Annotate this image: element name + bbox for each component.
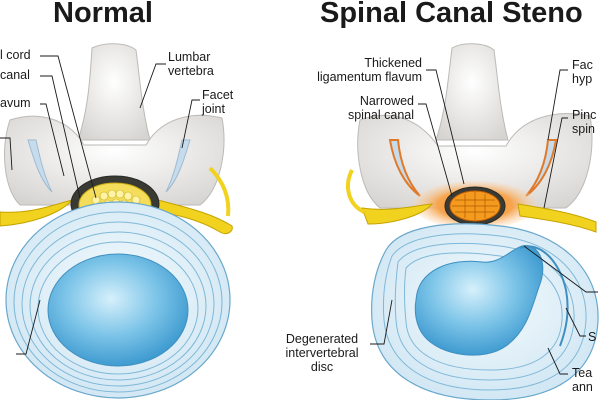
leader-left-edge bbox=[0, 137, 13, 171]
leader-left-disc bbox=[16, 299, 41, 355]
stenosis-spinous-process bbox=[435, 43, 509, 141]
stenosis-disc-rings bbox=[383, 233, 587, 391]
normal-title: Normal bbox=[53, 0, 153, 29]
label-s: S bbox=[588, 330, 597, 344]
label-spinal-cord: l cord bbox=[0, 48, 31, 62]
normal-facet-left bbox=[27, 139, 53, 193]
stenosis-title: Spinal Canal Steno bbox=[320, 0, 583, 29]
stenosis-cord-fibers bbox=[452, 192, 498, 220]
label-narrowed-canal: Narrowed spinal canal bbox=[347, 94, 414, 122]
stenosis-nerve-right bbox=[517, 203, 597, 233]
normal-nerve-right bbox=[155, 199, 233, 235]
normal-vertebra bbox=[0, 43, 233, 399]
leader-narrowed bbox=[418, 103, 453, 197]
normal-spinous-process bbox=[77, 43, 151, 141]
label-spinal-canal: canal bbox=[0, 68, 30, 82]
label-pinched-nerve: Pinc spin bbox=[572, 108, 597, 136]
leader-herniation bbox=[523, 245, 598, 293]
leader-degenerated bbox=[370, 299, 393, 345]
stenosis-tear bbox=[519, 245, 569, 347]
stenosis-vertebra bbox=[346, 43, 599, 400]
label-degenerated-disc: Degenerated intervertebral disc bbox=[285, 332, 359, 374]
leader-pinched bbox=[543, 117, 568, 209]
leader-tear bbox=[547, 347, 568, 375]
label-ligamentum: avum bbox=[0, 96, 31, 110]
label-facet-hyp: Fac hyp bbox=[572, 58, 593, 86]
normal-nerve-branch bbox=[208, 166, 231, 217]
normal-lamina bbox=[4, 114, 225, 206]
leader-facet-hyp bbox=[547, 69, 568, 141]
stenosis-nucleus bbox=[414, 245, 544, 356]
label-lumbar-vertebra: Lumbar vertebra bbox=[168, 50, 214, 78]
leader-s bbox=[565, 307, 586, 337]
label-thickened-ligamentum: Thickened ligamentum flavum bbox=[317, 56, 422, 84]
stenosis-nerve-left bbox=[361, 203, 434, 225]
leader-thickened bbox=[426, 69, 465, 185]
leader-facet bbox=[181, 99, 200, 149]
label-tear: Tea ann bbox=[572, 366, 593, 394]
label-facet-joint: Facet joint bbox=[202, 88, 234, 116]
leader-ligamentum bbox=[40, 103, 65, 177]
leader-spinal-cord bbox=[40, 55, 97, 199]
stenosis-nerve-branch bbox=[346, 169, 366, 214]
leader-spinal-canal bbox=[40, 75, 81, 199]
normal-nucleus bbox=[47, 253, 189, 367]
normal-facet-right bbox=[165, 139, 191, 193]
leader-lines bbox=[0, 55, 598, 375]
leader-lumbar bbox=[139, 63, 166, 109]
